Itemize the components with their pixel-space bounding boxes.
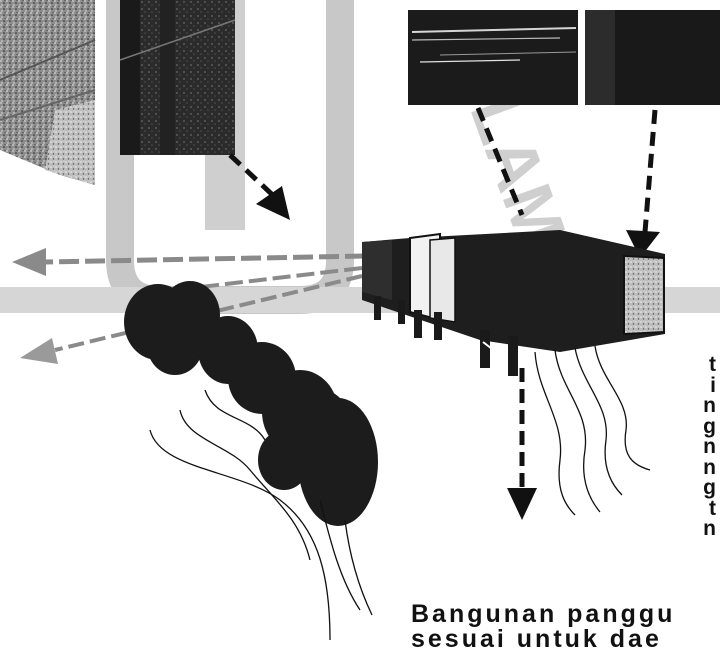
arrow-wall-to-building (228, 153, 290, 220)
edge-letter: g (703, 476, 716, 499)
arrow-down-ground (507, 368, 537, 520)
edge-letter: n (703, 517, 716, 540)
edge-letter: t (709, 496, 716, 520)
clipped-text-column: t i n g n n g t n (692, 353, 716, 540)
smoke-cloud (124, 281, 378, 526)
photo-wall-texture (119, 0, 236, 155)
caption-line-1: Bangunan panggu (411, 602, 676, 628)
edge-letter: n (703, 435, 716, 458)
edge-letter: n (703, 455, 716, 479)
arrow-wind-upper (12, 248, 366, 276)
smoke-trails (149, 389, 373, 641)
photo-dark-panel (585, 10, 720, 105)
edge-letter: i (710, 373, 716, 397)
arrow-wind-middle (174, 266, 363, 292)
arrow-metal-to-building (475, 107, 525, 216)
caption-line-2: sesuai untuk dae (411, 625, 662, 652)
edge-letter: g (703, 414, 716, 438)
edge-letter: t (709, 353, 716, 376)
photo-roof-texture (0, 0, 96, 185)
photo-metal-sheet (408, 10, 578, 105)
arrow-panel-to-wall (626, 109, 660, 258)
caption-text: Bangunan panggu sesuai untuk dae (411, 602, 720, 652)
heat-waves (534, 345, 651, 516)
edge-letter: n (703, 394, 716, 417)
stilt-house-building (362, 230, 665, 376)
